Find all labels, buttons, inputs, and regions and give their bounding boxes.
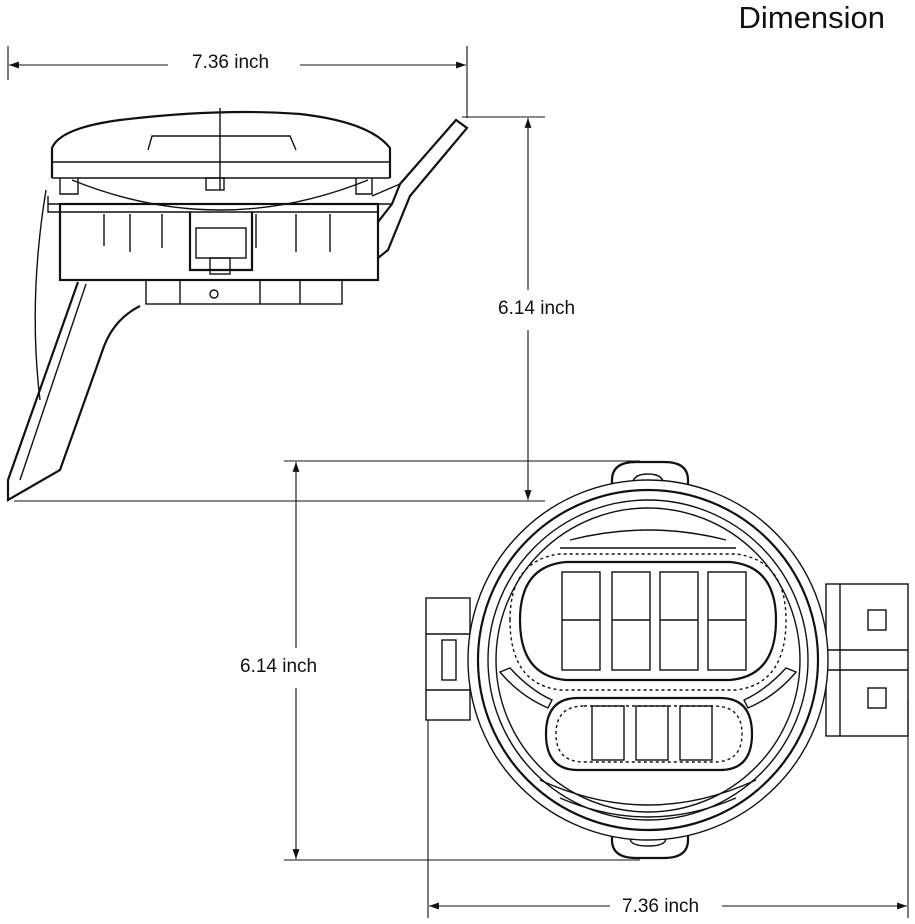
- front-width-label: 7.36 inch: [616, 896, 706, 918]
- side-height-label: 6.14 inch: [492, 298, 582, 320]
- front-height-label: 6.14 inch: [234, 656, 324, 678]
- diagram-title: Dimension: [738, 0, 885, 35]
- side-width-label: 7.36 inch: [186, 52, 276, 74]
- side-view-lamp: [6, 108, 469, 502]
- front-view-lamp: [425, 460, 909, 860]
- dimension-lines: [7, 46, 909, 918]
